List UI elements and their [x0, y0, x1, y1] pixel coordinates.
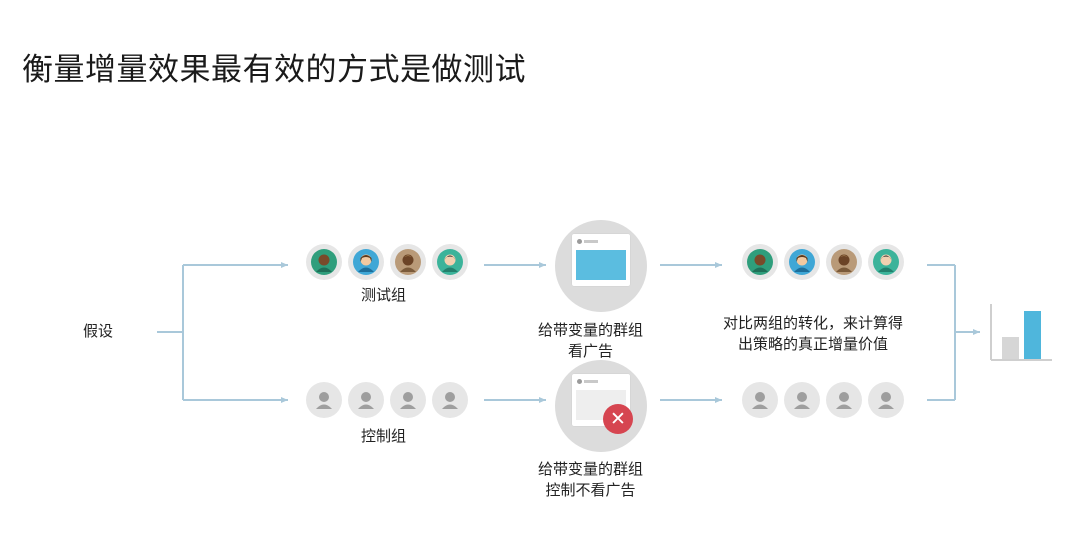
control-group-avatars — [306, 382, 468, 418]
test-group-label: 测试组 — [361, 286, 407, 304]
bar-chart-icon — [990, 304, 1052, 361]
control-result-avatars — [742, 382, 904, 418]
test-result-avatars — [742, 244, 904, 280]
person-gray-icon — [348, 382, 384, 418]
person-teal-icon — [432, 244, 468, 280]
ad-shown-icon — [555, 220, 647, 312]
test-ad-caption-line2: 看广告 — [568, 342, 614, 360]
test-ad-caption: 给带变量的群组 看广告 — [538, 320, 643, 362]
ad-withheld-icon: ✕ — [555, 360, 647, 452]
control-group-label: 控制组 — [361, 427, 407, 445]
person-gray-icon — [826, 382, 862, 418]
test-group-avatars — [306, 244, 468, 280]
person-brown-icon — [826, 244, 862, 280]
person-blue-icon — [348, 244, 384, 280]
chart-bar-blue — [1024, 311, 1041, 359]
person-green-icon — [742, 244, 778, 280]
page-title: 衡量增量效果最有效的方式是做测试 — [22, 52, 526, 88]
person-gray-icon — [432, 382, 468, 418]
compare-text: 对比两组的转化，来计算得 出策略的真正增量价值 — [723, 313, 903, 355]
chart-bar-gray — [1002, 337, 1019, 359]
person-green-icon — [306, 244, 342, 280]
control-ad-caption-line2: 控制不看广告 — [545, 481, 636, 499]
person-brown-icon — [390, 244, 426, 280]
person-gray-icon — [784, 382, 820, 418]
person-gray-icon — [868, 382, 904, 418]
person-teal-icon — [868, 244, 904, 280]
close-icon: ✕ — [603, 404, 633, 434]
test-ad-caption-line1: 给带变量的群组 — [538, 321, 644, 339]
ad-card — [572, 234, 630, 286]
hypothesis-label: 假设 — [83, 322, 114, 340]
control-ad-caption-line1: 给带变量的群组 — [538, 460, 644, 478]
compare-text-line2: 出策略的真正增量价值 — [738, 335, 889, 353]
compare-text-line1: 对比两组的转化，来计算得 — [723, 314, 904, 332]
person-blue-icon — [784, 244, 820, 280]
person-gray-icon — [306, 382, 342, 418]
control-ad-caption: 给带变量的群组 控制不看广告 — [538, 459, 643, 501]
person-gray-icon — [742, 382, 778, 418]
person-gray-icon — [390, 382, 426, 418]
